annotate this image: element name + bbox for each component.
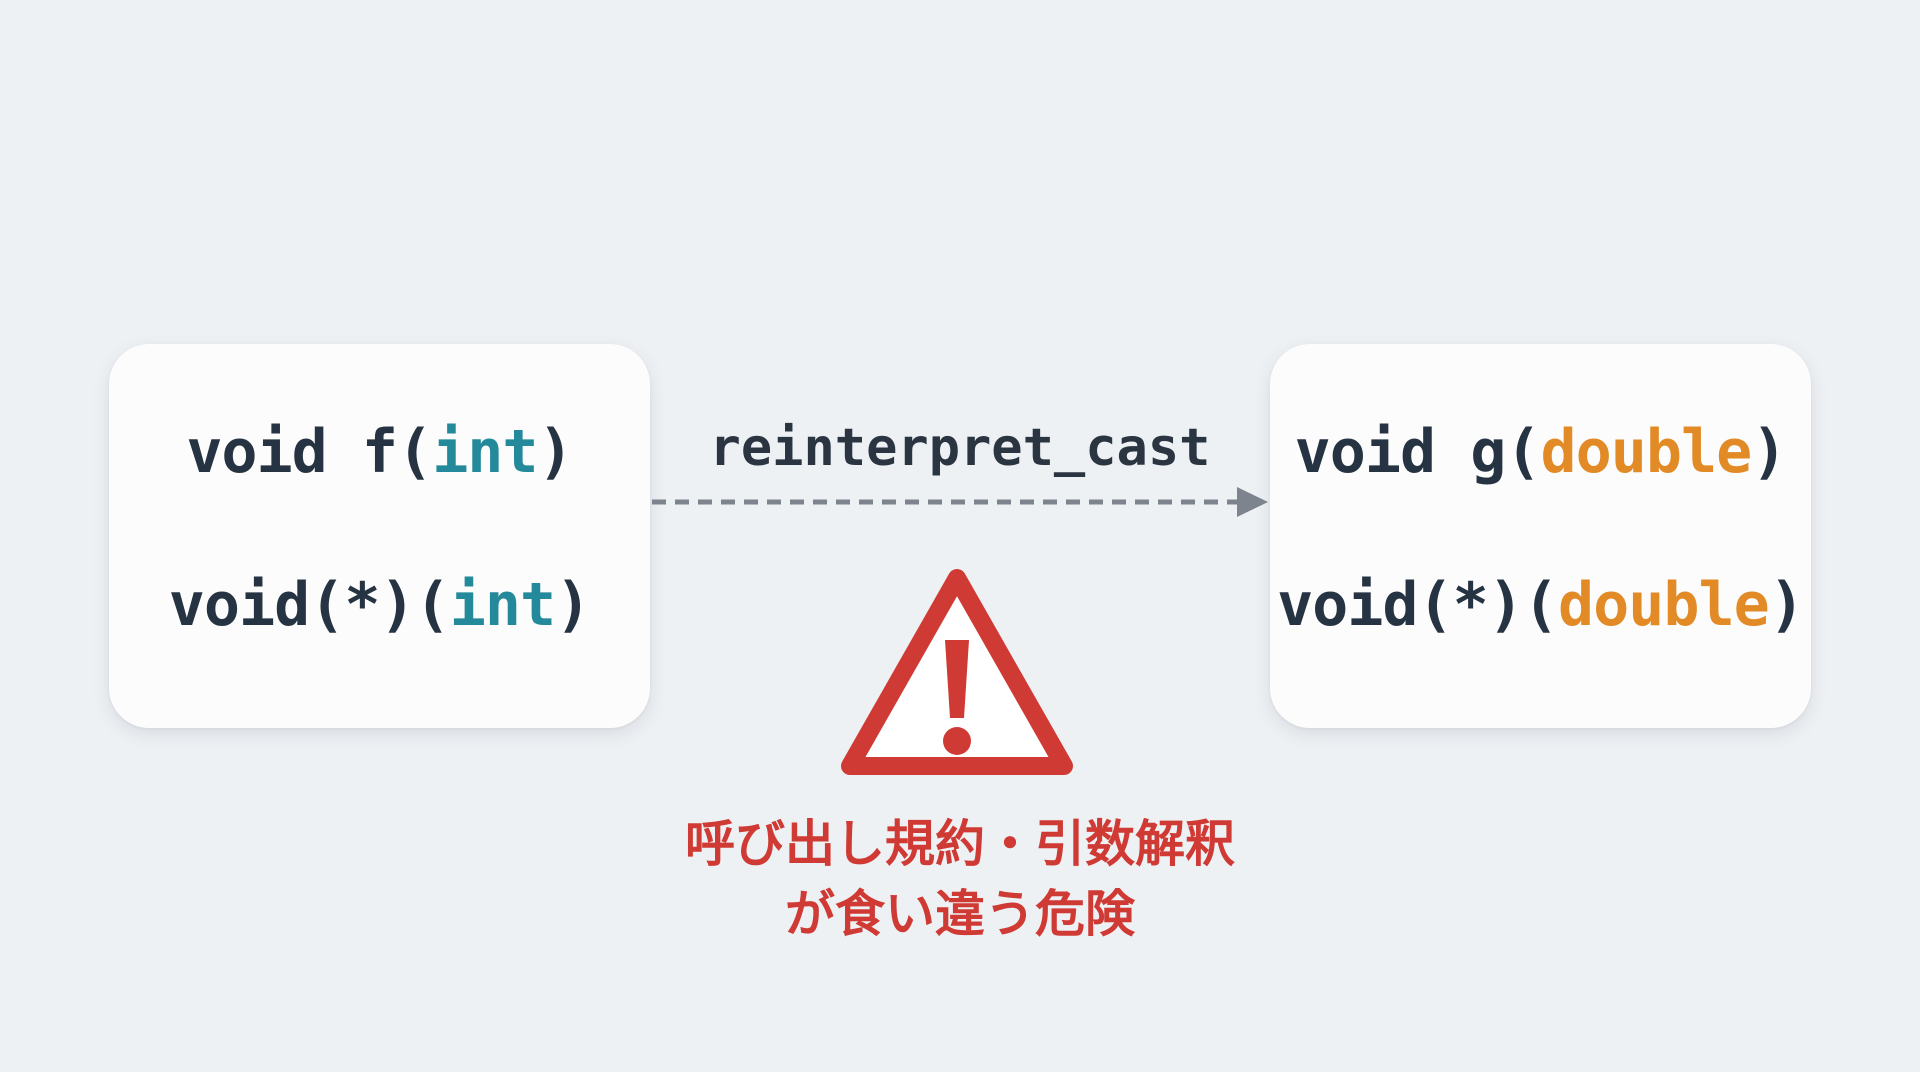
code-text: void f( <box>186 417 433 487</box>
code-text: ) <box>1751 417 1787 487</box>
double-type-keyword: double <box>1558 570 1770 640</box>
target-function-box: void g(double) void(*)(double) <box>1270 344 1811 728</box>
double-type-keyword: double <box>1540 417 1753 487</box>
source-function-box: void f(int) void(*)(int) <box>109 344 650 728</box>
warning-message-line-1: 呼び出し規約・引数解釈 <box>685 815 1235 873</box>
code-text: void(*)( <box>1277 570 1559 640</box>
code-text: ) <box>1768 570 1805 640</box>
target-function-signature: void g(double) <box>1270 416 1811 488</box>
target-function-pointer-type: void(*)(double) <box>1270 569 1811 641</box>
code-text: ) <box>537 417 574 487</box>
dashed-arrow <box>652 487 1268 517</box>
source-function-pointer-type: void(*)(int) <box>109 569 650 641</box>
code-text: void g( <box>1294 417 1542 487</box>
int-type-keyword: int <box>449 570 556 640</box>
code-text: void(*)( <box>168 570 451 640</box>
warning-message-line-2: が食い違う危険 <box>785 885 1135 943</box>
code-text: ) <box>555 570 591 640</box>
int-type-keyword: int <box>432 417 538 487</box>
cast-label: reinterpret_cast <box>709 418 1211 478</box>
warning-triangle-icon <box>841 569 1073 775</box>
source-function-signature: void f(int) <box>109 416 650 488</box>
